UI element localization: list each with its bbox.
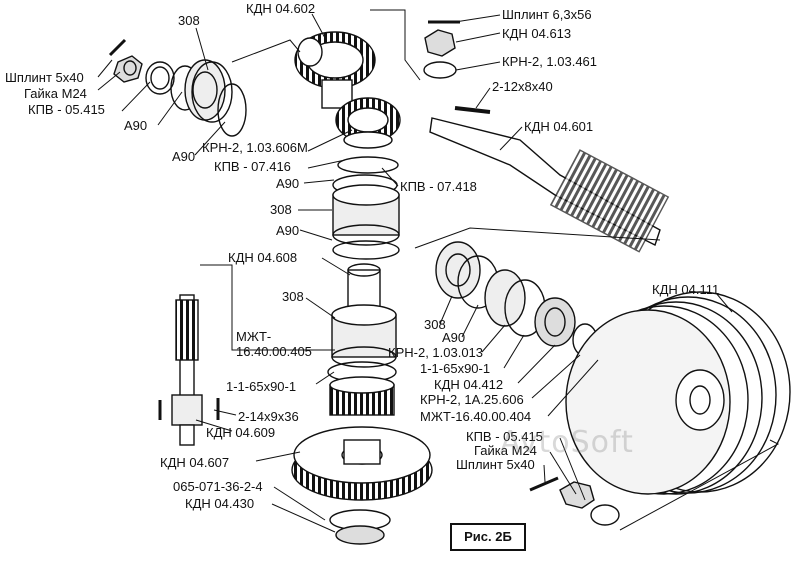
label-308-2: 308 xyxy=(270,202,292,217)
label-kdn-04607: КДН 04.607 xyxy=(160,455,230,470)
label-krn-1a-25-606: КРН-2, 1А.25.606 xyxy=(420,392,524,407)
label-mzht-1: МЖТ- xyxy=(236,329,272,344)
label-shplint-5x40-top: Шплинт 5х40 xyxy=(5,70,84,85)
large-spur-gear xyxy=(291,426,433,545)
label-gayka-m24-bottom: Гайка М24 xyxy=(474,443,537,458)
top-right-parts xyxy=(423,20,670,253)
label-kpv-05415-top: КПВ - 05.415 xyxy=(28,102,105,117)
label-kdn-04111: КДН 04.111 xyxy=(652,282,720,297)
label-key-2-14x9x36: 2-14х9х36 xyxy=(238,409,299,424)
label-kpv-05415-bottom: КПВ - 05.415 xyxy=(466,429,543,444)
label-1-1-65x90-1-right: 1-1-65х90-1 xyxy=(420,361,491,376)
leader-lines xyxy=(97,9,780,533)
top-left-bearing-group xyxy=(108,38,247,137)
label-mzht-404: МЖТ-16.40.00.404 xyxy=(420,409,532,424)
label-a90-1: А90 xyxy=(124,118,148,133)
label-a90-3: А90 xyxy=(276,176,300,191)
bottom-right-fasteners xyxy=(529,476,620,526)
label-a90-5: А90 xyxy=(442,330,466,345)
label-kdn-04613: КДН 04.613 xyxy=(502,26,572,41)
label-308-4: 308 xyxy=(424,317,446,332)
figure-caption: Рис. 2Б xyxy=(450,523,526,551)
label-krn-1-03-013: КРН-2, 1.03.013 xyxy=(388,345,484,360)
label-mzht-2: 16.40.00.405 xyxy=(236,344,312,359)
label-308-3: 308 xyxy=(282,289,304,304)
label-kpv-07416: КПВ - 07.416 xyxy=(214,159,291,174)
label-kpv-07418: КПВ - 07.418 xyxy=(400,179,477,194)
label-krn-1-03-606m: КРН-2, 1.03.606М xyxy=(202,140,308,155)
label-kdn-04609: КДН 04.609 xyxy=(206,425,276,440)
label-shplint-6-3x56: Шплинт 6,3х56 xyxy=(502,7,592,22)
right-bearing-group xyxy=(435,241,613,362)
label-065-071-36-2-4: 065-071-36-2-4 xyxy=(173,479,263,494)
label-kdn-04601: КДН 04.601 xyxy=(524,119,594,134)
watermark: AvtoSoft xyxy=(500,425,634,460)
label-a90-2: А90 xyxy=(172,149,196,164)
pulley xyxy=(565,291,791,495)
label-kdn-04602: КДН 04.602 xyxy=(246,1,316,16)
label-kdn-04608: КДН 04.608 xyxy=(228,250,298,265)
label-1-1-65x90-1-left: 1-1-65х90-1 xyxy=(226,379,297,394)
bevel-gear-top xyxy=(294,31,401,149)
label-shplint-5x40-bottom: Шплинт 5х40 xyxy=(456,457,535,472)
label-kdn-04430: КДН 04.430 xyxy=(185,496,255,511)
central-vertical-stack xyxy=(327,156,400,416)
label-krn-1-03-461: КРН-2, 1.03.461 xyxy=(502,54,598,69)
label-key-2-12x8x40: 2-12х8х40 xyxy=(492,79,553,94)
label-kdn-04412: КДН 04.412 xyxy=(434,377,504,392)
label-a90-4: А90 xyxy=(276,223,300,238)
left-shaft xyxy=(158,294,220,446)
label-gayka-m24-top: Гайка М24 xyxy=(24,86,87,101)
label-308-1: 308 xyxy=(178,13,200,28)
